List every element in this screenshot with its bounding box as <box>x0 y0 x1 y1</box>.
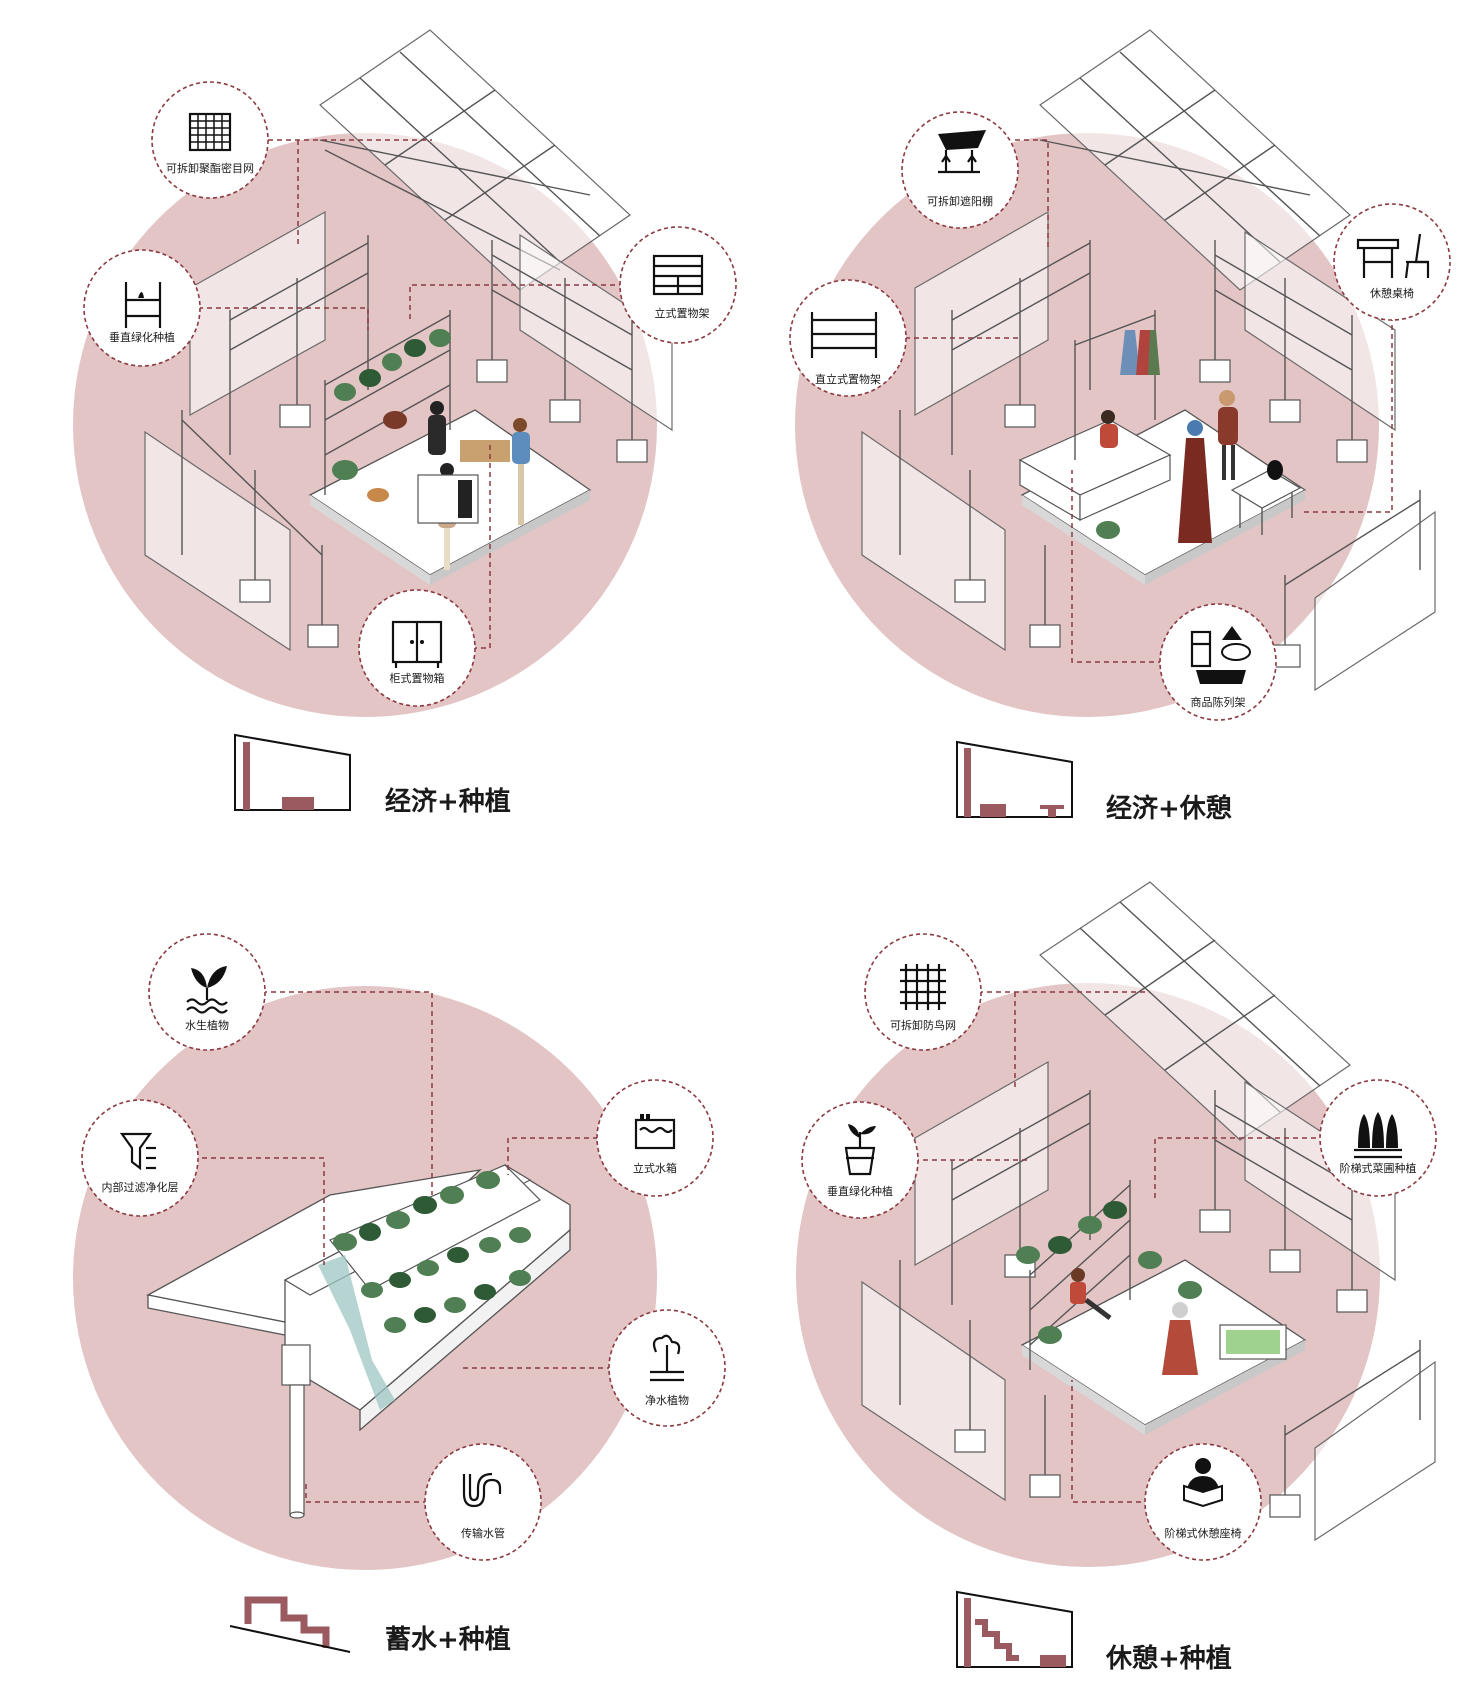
section-bar <box>1040 1655 1066 1667</box>
callout-sunshade: 可拆卸遮阳棚 <box>902 112 1018 228</box>
callout-terrace-seating: 阶梯式休憩座椅 <box>1145 1444 1261 1560</box>
callout-water-tank: 立式水箱 <box>597 1080 713 1196</box>
section-bar <box>1040 805 1064 817</box>
callout-goods-display: 商品陈列架 <box>1160 604 1276 720</box>
panel-economy-planting: 可拆卸聚酯密目网 垂直绿化种植 立式置物架 <box>73 30 736 817</box>
pillar-base <box>240 580 270 602</box>
callout-label: 可拆卸防鸟网 <box>890 1018 956 1032</box>
section-bar <box>243 742 250 810</box>
callout-cabinet: 柜式置物箱 <box>359 590 475 706</box>
pillar-base <box>1270 400 1300 422</box>
callout-purify-plant: 净水植物 <box>609 1310 725 1426</box>
callout-label: 商品陈列架 <box>1191 695 1246 709</box>
section-bar <box>282 797 314 810</box>
pillar-base <box>477 360 507 382</box>
panel-rest-planting: 可拆卸防鸟网 垂直绿化种植 阶梯式菜圃种植 <box>796 882 1436 1674</box>
pillar-base <box>1200 360 1230 382</box>
callout-label: 垂直绿化种植 <box>827 1184 893 1198</box>
callout-table-chairs: 休憩桌椅 <box>1334 204 1450 320</box>
callout-label: 阶梯式休憩座椅 <box>1165 1526 1242 1540</box>
panel-title-group: 经济+种植 <box>235 735 511 817</box>
callout-label: 立式水箱 <box>633 1161 677 1175</box>
pillar-base <box>1270 1495 1300 1517</box>
callout-label: 传输水管 <box>461 1526 505 1540</box>
callout-filter-layer: 内部过滤净化层 <box>82 1100 198 1216</box>
callout-water-pipe: 传输水管 <box>425 1444 541 1560</box>
section-ground <box>230 1626 350 1652</box>
section-glyph <box>248 1600 326 1648</box>
callout-label: 内部过滤净化层 <box>102 1180 179 1194</box>
callout-label: 柜式置物箱 <box>390 671 445 685</box>
panel-title-group: 蓄水+种植 <box>230 1600 511 1655</box>
panel-title-group: 经济+休憩 <box>957 742 1232 824</box>
callout-label: 休憩桌椅 <box>1370 286 1414 300</box>
callout-mesh-net: 可拆卸聚酯密目网 <box>152 82 268 198</box>
panel-title: 经济+种植 <box>385 786 511 817</box>
callout-label: 阶梯式菜圃种植 <box>1340 1161 1417 1175</box>
section-steps <box>975 1622 1019 1658</box>
callout-label: 水生植物 <box>185 1018 229 1032</box>
callout-bird-net: 可拆卸防鸟网 <box>865 934 981 1050</box>
callout-label: 可拆卸聚酯密目网 <box>166 161 254 175</box>
callout-label: 垂直绿化种植 <box>109 330 175 344</box>
pillar-base <box>1337 440 1367 462</box>
pillar-base <box>1270 1250 1300 1272</box>
panel-water-planting: 水生植物 内部过滤净化层 立式水箱 <box>73 934 725 1655</box>
callout-label: 可拆卸遮阳棚 <box>927 194 993 208</box>
pillar-base <box>1337 1290 1367 1312</box>
panel-title-group: 休憩+种植 <box>957 1592 1232 1674</box>
section-bar <box>964 748 971 817</box>
panel-title: 经济+休憩 <box>1106 793 1232 824</box>
callout-label: 立式置物架 <box>655 306 710 320</box>
pillar-base <box>1200 1210 1230 1232</box>
callout-aquatic-plant: 水生植物 <box>149 934 265 1050</box>
pillar-base <box>550 400 580 422</box>
pillar-base <box>308 625 338 647</box>
callout-upright-shelf: 直立式置物架 <box>790 280 906 396</box>
callout-standing-shelf: 立式置物架 <box>620 227 736 343</box>
pillar-base <box>955 580 985 602</box>
callout-terrace-vegetable: 阶梯式菜圃种植 <box>1320 1080 1436 1196</box>
pillar-base <box>955 1430 985 1452</box>
panel-title: 休憩+种植 <box>1105 1643 1232 1674</box>
callout-label: 净水植物 <box>645 1393 689 1407</box>
section-bar <box>964 1598 971 1667</box>
section-bar <box>980 804 1006 817</box>
callout-label: 直立式置物架 <box>815 372 881 386</box>
callout-vertical-planting: 垂直绿化种植 <box>802 1102 918 1218</box>
pillar-base <box>1005 405 1035 427</box>
callout-vertical-planting: 垂直绿化种植 <box>84 250 200 366</box>
pillar-base <box>1030 1475 1060 1497</box>
pillar-base <box>1030 625 1060 647</box>
panel-economy-rest: 可拆卸遮阳棚 休憩桌椅 直立式置物架 <box>790 30 1450 824</box>
pillar-base <box>280 405 310 427</box>
panel-title: 蓄水+种植 <box>385 1625 511 1655</box>
pillar-base <box>617 440 647 462</box>
